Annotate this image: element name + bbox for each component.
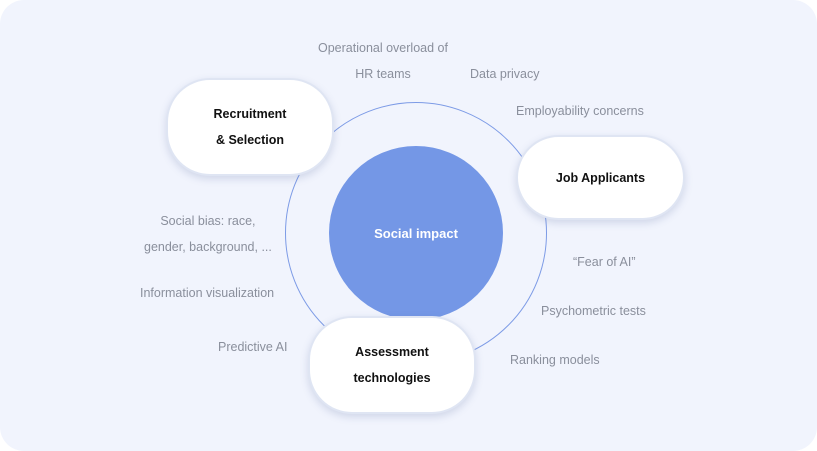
job-applicants-label: Job Applicants <box>555 170 646 185</box>
operational-overload-line2: HR teams <box>355 67 411 81</box>
predictive-ai-label: Predictive AI <box>218 340 288 354</box>
information-visualization-label: Information visualization <box>140 286 275 300</box>
social-impact-label: Social impact <box>374 225 458 241</box>
operational-overload-label: Operational overload of HR teams <box>318 35 448 87</box>
recruitment-selection-node: Recruitment & Selection <box>166 78 334 176</box>
recruitment-node-line2: & Selection <box>215 133 285 147</box>
social-bias-label: Social bias: race, gender, background, .… <box>144 208 272 260</box>
psychometric-tests-label: Psychometric tests <box>541 304 646 318</box>
social-impact-circle: Social impact <box>329 146 503 320</box>
social-bias-line2: gender, background, ... <box>144 240 272 254</box>
data-privacy-label: Data privacy <box>470 67 540 81</box>
fear-of-ai-label: “Fear of AI” <box>573 255 636 269</box>
recruitment-node-line1: Recruitment <box>213 107 287 121</box>
assessment-technologies-node: Assessment technologies <box>308 316 476 414</box>
assessment-node-line2: technologies <box>353 371 431 385</box>
ranking-models-label: Ranking models <box>510 353 600 367</box>
employability-concerns-label: Employability concerns <box>516 104 644 118</box>
assessment-node-line1: Assessment <box>355 345 429 359</box>
operational-overload-line1: Operational overload of <box>318 41 448 55</box>
job-applicants-node: Job Applicants <box>516 135 685 220</box>
social-bias-line1: Social bias: race, <box>160 214 256 228</box>
